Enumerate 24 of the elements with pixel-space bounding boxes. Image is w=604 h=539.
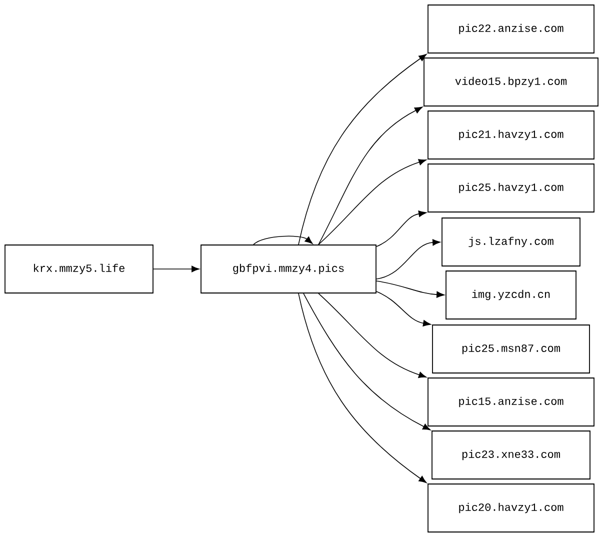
arrow (153, 266, 200, 272)
domain-box: pic25.msn87.com (432, 324, 590, 374)
domain-box: img.yzcdn.cn (446, 270, 576, 320)
domain-box: video15.bpzy1.com (424, 58, 598, 106)
domain-box: pic23.xne33.com (432, 430, 590, 480)
arrow (253, 236, 313, 245)
domain-box: pic15.anzise.com (428, 378, 594, 426)
arrow (318, 293, 426, 378)
arrow (318, 159, 426, 245)
domain-box: pic25.havzy1.com (428, 164, 594, 212)
arrow (376, 210, 426, 247)
domain-box: pic22.anzise.com (428, 4, 594, 54)
domain-box: pic20.havzy1.com (428, 484, 594, 532)
arrow (298, 54, 427, 245)
domain-box: krx.mmzy5.life (4, 244, 154, 294)
domain-box: js.lzafny.com (442, 218, 580, 266)
arrow (376, 239, 440, 280)
arrow (318, 106, 423, 245)
domain-box: gbfpvi.mmzy4.pics (200, 244, 376, 294)
domain-box: pic21.havzy1.com (428, 110, 594, 160)
arrow (376, 291, 431, 326)
arrow (303, 293, 431, 430)
arrow (298, 293, 427, 484)
arrow (376, 280, 444, 298)
